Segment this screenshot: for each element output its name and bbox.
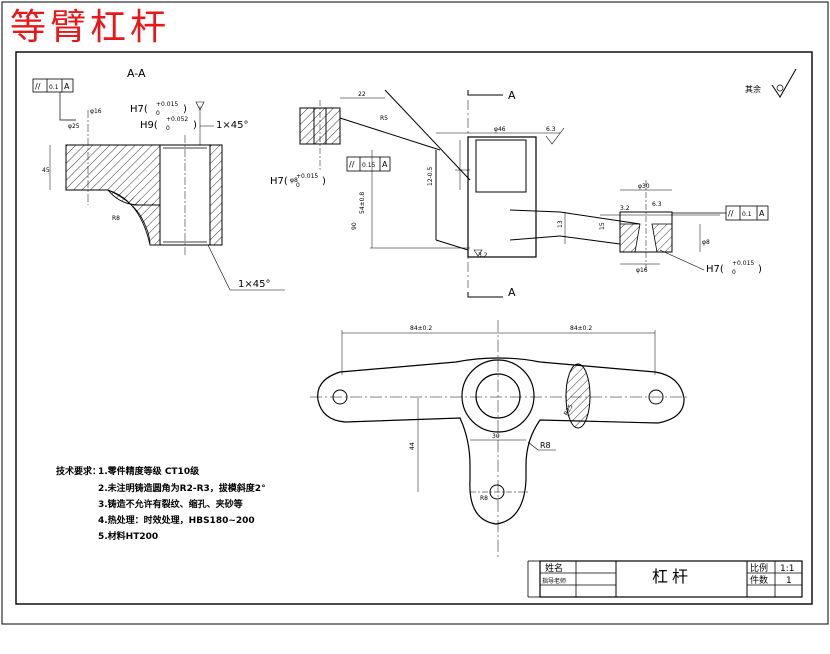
svg-text:): ): [758, 264, 762, 275]
svg-text:0.1: 0.1: [742, 211, 752, 218]
svg-text:15: 15: [599, 222, 606, 230]
svg-text:45: 45: [42, 167, 50, 174]
side-view: A A 22 R5 φ8 // 0.15 A H7( +0.015 0 ): [270, 89, 769, 299]
count-value: 1: [786, 576, 792, 586]
svg-text:A: A: [759, 209, 765, 218]
title-block: 姓名 指导老师 杠杆 比例 1:1 件数 1: [527, 560, 803, 598]
count-label: 件数: [750, 574, 768, 586]
section-marker-top: A: [508, 89, 516, 102]
main-boss: [467, 136, 537, 258]
technical-requirements: 技术要求： 1.零件精度等级 CT10级 2.未注明铸造圆角为R2-R3，拔模斜…: [56, 465, 266, 542]
svg-text://: //: [728, 209, 734, 218]
svg-text:H7(: H7(: [706, 264, 724, 275]
requirement-item: 3.铸造不允许有裂纹、缩孔、夹砂等: [98, 498, 243, 510]
svg-text:30: 30: [492, 433, 500, 440]
roughness-symbol: 其余: [745, 68, 797, 98]
svg-text:φ30: φ30: [638, 183, 650, 190]
requirements-heading: 技术要求：: [56, 465, 101, 477]
chamfer-top: 1×45°: [216, 120, 248, 131]
svg-text:): ): [322, 176, 326, 187]
name-label: 姓名: [545, 562, 563, 574]
svg-text:H9(: H9(: [140, 120, 158, 131]
section-hatch-right: [209, 144, 223, 246]
svg-text:0: 0: [732, 269, 736, 276]
svg-text:3.2: 3.2: [478, 252, 488, 259]
section-body-left: [65, 144, 161, 206]
svg-text:13: 13: [557, 220, 564, 228]
svg-text:φ16: φ16: [90, 108, 102, 115]
svg-text:其余: 其余: [745, 84, 761, 94]
revolved-section: [565, 363, 591, 429]
requirement-item: 4.热处理：时效处理，HBS180~200: [98, 514, 255, 526]
svg-text:3.2: 3.2: [620, 205, 630, 212]
svg-text:R5: R5: [380, 115, 388, 122]
svg-text:+0.015: +0.015: [296, 173, 318, 180]
svg-text:+0.015: +0.015: [156, 101, 178, 108]
section-marker-bottom: A: [508, 286, 516, 299]
svg-text:R8: R8: [112, 215, 120, 222]
svg-text:6.3: 6.3: [652, 201, 662, 208]
teacher-label: 指导老师: [542, 577, 566, 585]
svg-text:0: 0: [296, 182, 300, 189]
requirement-item: 5.材料HT200: [98, 530, 158, 542]
svg-text:54±0.8: 54±0.8: [359, 192, 366, 214]
svg-text:): ): [193, 120, 197, 131]
svg-text:H7(: H7(: [270, 176, 288, 187]
svg-text:A: A: [382, 160, 388, 169]
svg-text:0: 0: [156, 110, 160, 117]
fit-label-h7-right: H7( +0.015 0 ): [706, 260, 762, 276]
svg-text:+0.052: +0.052: [166, 116, 188, 123]
radius-label: R8: [540, 441, 551, 450]
svg-text:0.1: 0.1: [49, 84, 59, 91]
svg-text:): ): [183, 104, 187, 115]
lever-outline: [317, 357, 685, 525]
scale-value: 1:1: [780, 564, 794, 574]
section-view-aa: A-A // 0.1 A φ16 φ25 R8 45 H7( +0.015: [32, 67, 285, 291]
svg-text:φ8: φ8: [290, 177, 298, 184]
svg-text:φ46: φ46: [494, 126, 506, 133]
part-name: 杠杆: [652, 567, 692, 586]
svg-text:0.15: 0.15: [362, 162, 376, 169]
svg-text:φ8: φ8: [702, 239, 710, 246]
svg-text:H7(: H7(: [130, 104, 148, 115]
fit-label-h7-mid: H7( +0.015 0 ): [270, 173, 326, 189]
requirement-item: 1.零件精度等级 CT10级: [98, 465, 200, 477]
svg-text:22: 22: [358, 91, 366, 98]
chamfer-bottom: 1×45°: [238, 279, 270, 290]
page-title: 等臂杠杆: [10, 7, 171, 48]
svg-text:90: 90: [351, 222, 358, 230]
svg-text:6.3: 6.3: [546, 126, 556, 133]
svg-text:+0.015: +0.015: [732, 260, 754, 267]
scale-label: 比例: [750, 562, 768, 574]
inner-border: [15, 51, 813, 605]
svg-text:0: 0: [166, 125, 170, 132]
plan-view: 84±0.2 84±0.2 R25 44 30 R8 R8: [310, 320, 690, 560]
svg-text:84±0.2: 84±0.2: [410, 325, 432, 332]
svg-text:φ25: φ25: [68, 123, 80, 130]
fit-label-h7-left: H7( +0.015 0 ): [130, 101, 187, 117]
outer-border: [1, 1, 829, 625]
svg-text:84±0.2: 84±0.2: [570, 325, 592, 332]
section-label: A-A: [127, 67, 146, 80]
svg-text://: //: [349, 160, 355, 169]
svg-text:A: A: [64, 82, 70, 91]
svg-text:φ16: φ16: [636, 267, 648, 274]
fit-label-h9-left: H9( +0.052 0 ): [140, 116, 197, 132]
tolerance-frame-2: // 0.15 A: [346, 156, 391, 172]
tolerance-frame-3: // 0.1 A: [725, 205, 769, 221]
svg-text:R8: R8: [480, 495, 488, 502]
svg-text://: //: [35, 82, 41, 91]
svg-text:12-0.5: 12-0.5: [427, 166, 434, 186]
tolerance-frame-1: // 0.1 A: [32, 78, 74, 93]
requirement-item: 2.未注明铸造圆角为R2-R3，拔模斜度2°: [98, 482, 266, 494]
svg-text:44: 44: [409, 442, 416, 450]
